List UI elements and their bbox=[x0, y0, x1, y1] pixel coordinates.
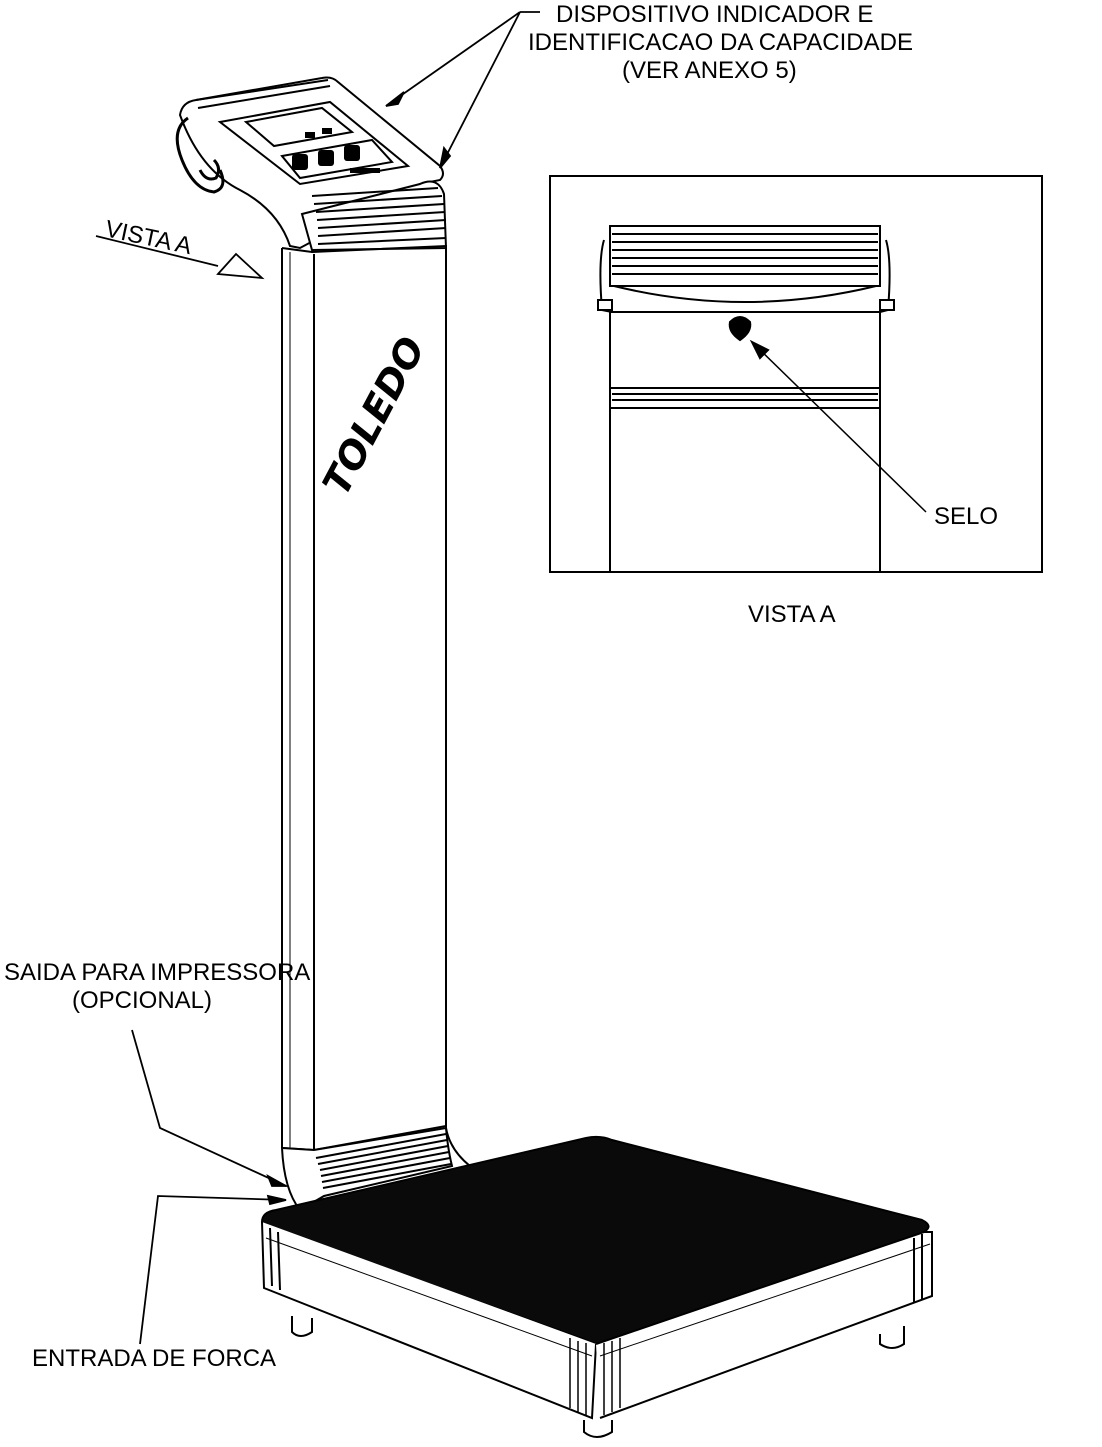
column bbox=[281, 244, 447, 1152]
label-vista-a-callout: VISTA A bbox=[103, 215, 194, 260]
label-dispositivo-line2: IDENTIFICACAO DA CAPACIDADE bbox=[528, 29, 913, 56]
platform bbox=[260, 1135, 933, 1438]
label-saida-line2: (OPCIONAL) bbox=[72, 987, 212, 1014]
column-base bbox=[280, 1126, 471, 1212]
brand-logo: TOLEDO bbox=[314, 329, 434, 502]
label-dispositivo-line3: (VER ANEXO 5) bbox=[622, 57, 797, 84]
vista-a-inset bbox=[549, 175, 1043, 573]
label-entrada: ENTRADA DE FORCA bbox=[32, 1345, 276, 1372]
leader-lines bbox=[95, 11, 540, 1345]
label-vista-a-caption: VISTA A bbox=[748, 601, 836, 628]
indicator-head bbox=[175, 76, 448, 252]
label-dispositivo-line1: DISPOSITIVO INDICADOR E bbox=[556, 1, 873, 28]
label-selo: SELO bbox=[934, 503, 998, 530]
label-saida-line1: SAIDA PARA IMPRESSORA bbox=[4, 959, 310, 986]
